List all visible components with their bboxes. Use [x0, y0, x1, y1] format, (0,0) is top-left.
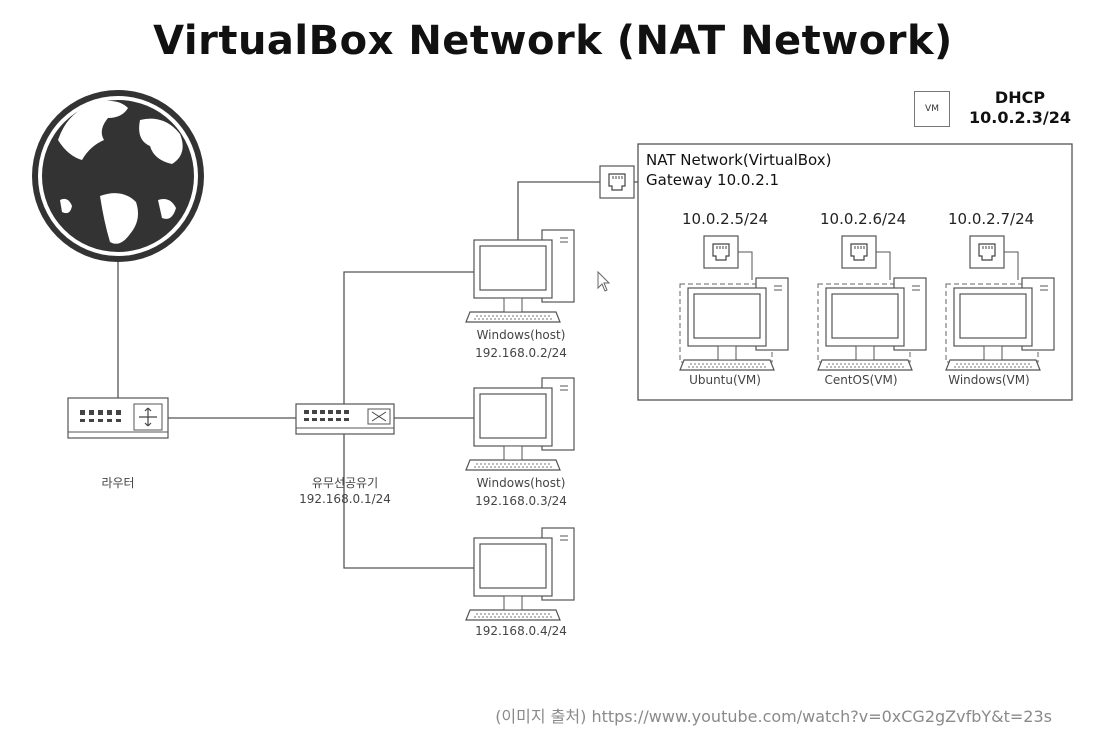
vm-name-label: CentOS(VM): [824, 373, 898, 387]
nat-network-box: [637, 143, 1073, 401]
host-name-label: Windows(host): [476, 328, 566, 342]
host-name-label: Windows(host): [476, 476, 566, 490]
router-label: 라우터: [101, 476, 135, 490]
connection-lines: [117, 181, 638, 569]
vm-ubuntu: [679, 235, 789, 371]
host-ip-label: 192.168.0.3/24: [475, 494, 567, 508]
diagram-title: VirtualBox Network (NAT Network): [153, 18, 953, 64]
vm-centos: [817, 235, 927, 371]
nat-gateway: Gateway 10.0.2.1: [646, 171, 780, 189]
switch-label: 유무선공유기: [311, 476, 379, 490]
dhcp-block: DHCP 10.0.2.3/24: [960, 88, 1080, 128]
dhcp-ip: 10.0.2.3/24: [968, 108, 1071, 127]
nat-network-header: NAT Network(VirtualBox) Gateway 10.0.2.1: [646, 150, 831, 190]
router-device: [67, 397, 169, 439]
dhcp-label: DHCP: [994, 88, 1046, 107]
dhcp-vm-icon: VM: [914, 91, 950, 127]
vm-ip-label: 10.0.2.7/24: [948, 210, 1035, 228]
host-pc-1: [465, 229, 575, 323]
vm-name-label: Windows(VM): [948, 373, 1030, 387]
vm-windows: [945, 235, 1055, 371]
vm-ip-label: 10.0.2.5/24: [682, 210, 769, 228]
internet-globe-icon: [32, 90, 204, 262]
host-pc-2: [465, 377, 575, 471]
nat-network-name: NAT Network(VirtualBox): [646, 151, 832, 169]
gateway-port-icon: [599, 165, 635, 199]
vm-name-label: Ubuntu(VM): [689, 373, 761, 387]
switch-ip: 192.168.0.1/24: [299, 492, 391, 506]
host-ip-label: 192.168.0.4/24: [475, 624, 567, 638]
host-pc-3: [465, 527, 575, 621]
mouse-cursor-icon: [597, 270, 611, 292]
vm-ip-label: 10.0.2.6/24: [820, 210, 907, 228]
switch-device: [295, 403, 395, 435]
host-ip-label: 192.168.0.2/24: [475, 346, 567, 360]
image-source-caption: (이미지 출처) https://www.youtube.com/watch?v…: [495, 707, 1052, 726]
